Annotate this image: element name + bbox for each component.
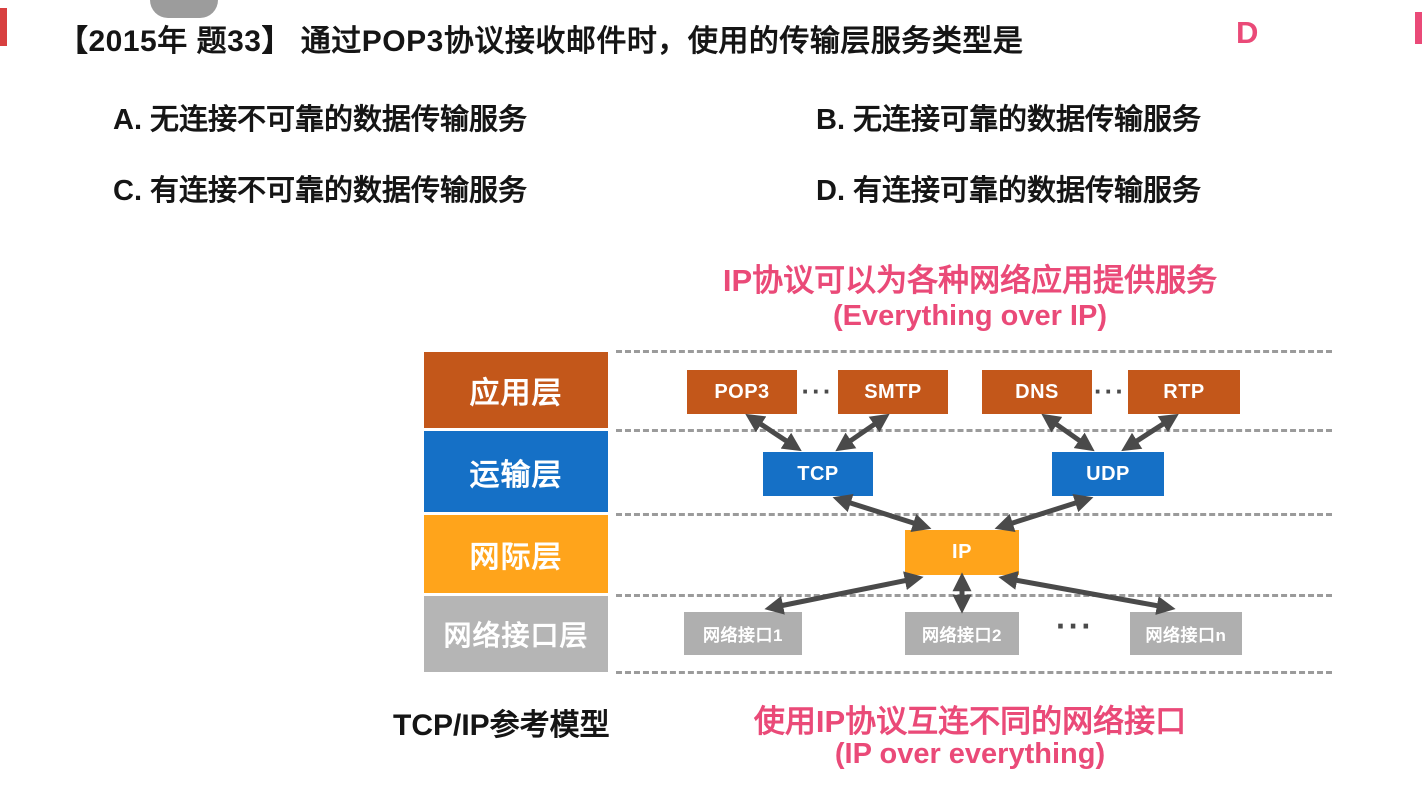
arrow-ip-interface1 [764, 571, 924, 615]
layer-divider-line [616, 350, 1332, 353]
ellipsis-app-2: ··· [1094, 376, 1126, 406]
ellipsis-app-1: ··· [801, 376, 834, 406]
decorative-blob [150, 0, 218, 18]
layer-internet: 网际层 [424, 515, 608, 593]
arrow-dns-udp [1041, 413, 1095, 452]
arrow-smtp-tcp [835, 413, 890, 452]
option-d: D. 有连接可靠的数据传输服务 [816, 175, 1202, 207]
model-label: TCP/IP参考模型 [393, 709, 610, 742]
right-edge-mark [1415, 12, 1422, 44]
protocol-box-smtp: SMTP [838, 370, 948, 414]
protocol-box-udp: UDP [1052, 452, 1164, 496]
interface-box-1: 网络接口1 [684, 612, 802, 655]
option-b: B. 无连接可靠的数据传输服务 [816, 104, 1202, 136]
left-edge-mark [0, 8, 7, 46]
protocol-box-pop3: POP3 [687, 370, 797, 414]
layer-transport: 运输层 [424, 431, 608, 512]
option-a: A. 无连接不可靠的数据传输服务 [113, 104, 528, 136]
protocol-box-rtp: RTP [1128, 370, 1240, 414]
arrow-rtp-udp [1121, 413, 1179, 452]
protocol-box-tcp: TCP [763, 452, 873, 496]
ellipsis-interface: ··· [1056, 608, 1094, 644]
caption-everything-over-ip-cn: IP协议可以为各种网络应用提供服务 [722, 263, 1218, 298]
interface-box-n: 网络接口n [1130, 612, 1242, 655]
caption-ip-over-everything-cn: 使用IP协议互连不同的网络接口 [753, 704, 1187, 739]
question-title: 【2015年 题33】 通过POP3协议接收邮件时，使用的传输层服务类型是 [58, 25, 1024, 58]
layer-application: 应用层 [424, 352, 608, 428]
layer-divider-line [616, 513, 1332, 516]
option-c: C. 有连接不可靠的数据传输服务 [113, 175, 528, 207]
interface-box-2: 网络接口2 [905, 612, 1019, 655]
arrow-pop3-tcp [745, 413, 802, 452]
layer-divider-line [616, 429, 1332, 432]
layer-divider-line [616, 671, 1332, 674]
protocol-box-ip: IP [905, 530, 1019, 575]
arrow-ip-interfacen [998, 571, 1176, 615]
layer-divider-line [616, 594, 1332, 597]
layer-network-interface: 网络接口层 [424, 596, 608, 672]
caption-ip-over-everything-en: (IP over everything) [834, 738, 1106, 770]
protocol-box-dns: DNS [982, 370, 1092, 414]
answer-letter: D [1236, 15, 1259, 50]
caption-everything-over-ip-en: (Everything over IP) [833, 300, 1107, 332]
